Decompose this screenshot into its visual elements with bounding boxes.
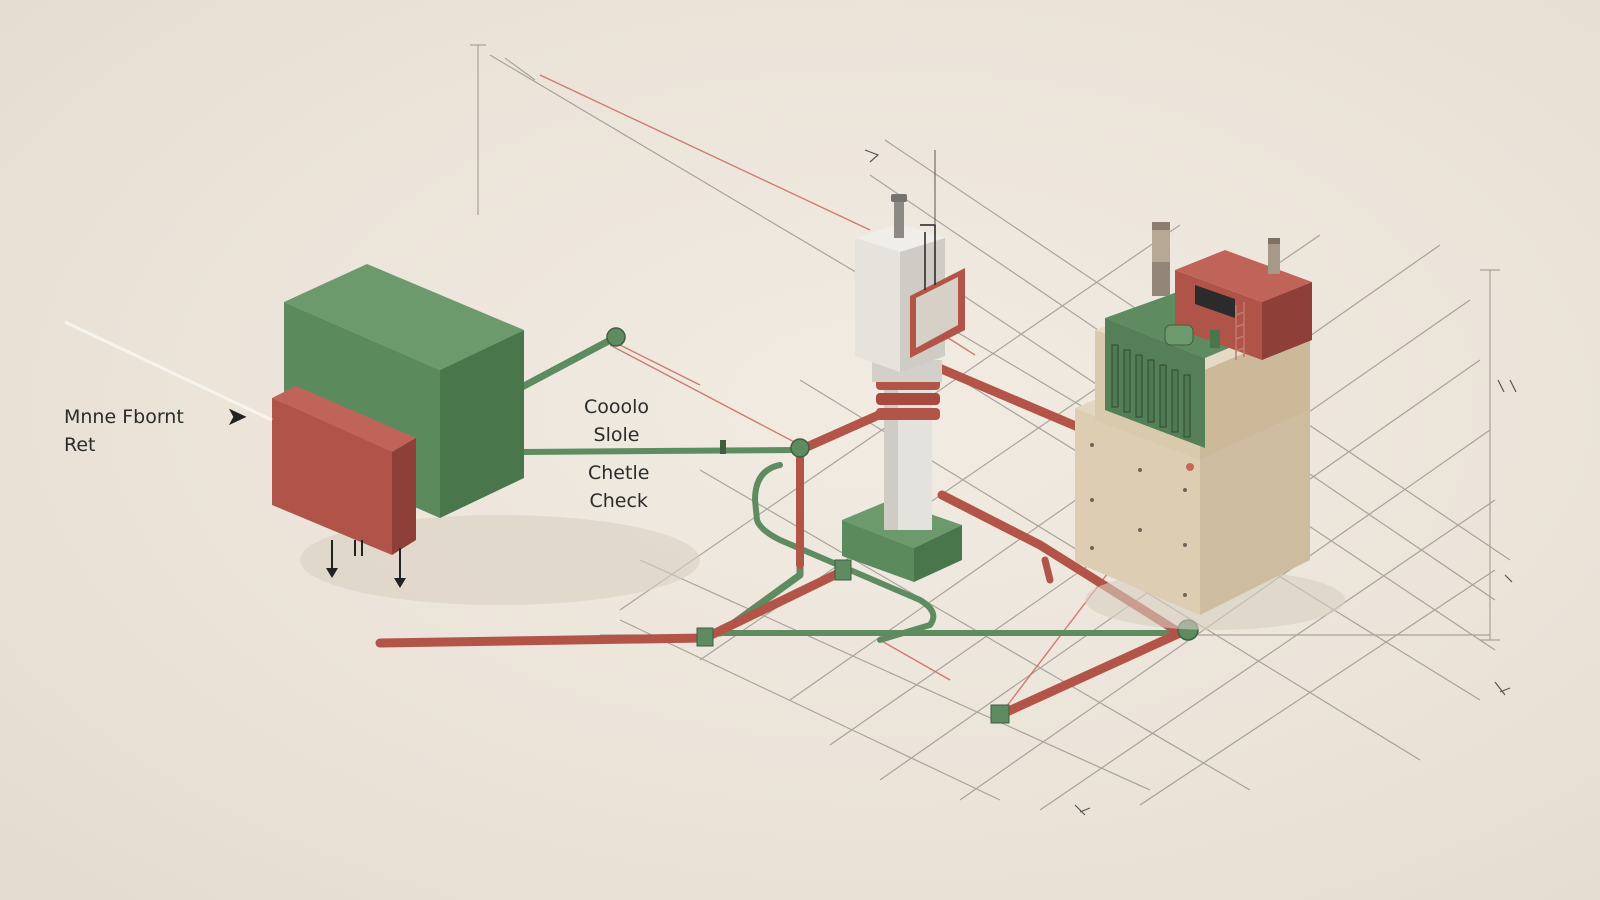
middle-label-line3: Chetle [588, 462, 650, 484]
left-label: Mnne Fbornt Ret [64, 404, 184, 459]
middle-label-line4: Check [589, 489, 648, 512]
middle-label-top: Cooolo Slole [584, 394, 649, 449]
white-column [842, 150, 965, 582]
axis-ticks [864, 149, 1517, 816]
middle-label-line1: Cooolo [584, 396, 650, 418]
left-label-line2: Ret [64, 433, 96, 456]
middle-label-bottom: Chetle Check [588, 460, 649, 515]
left-arrow-icon: ➤ [226, 402, 248, 432]
green-red-block [272, 264, 700, 605]
pipe-joints [606, 327, 1199, 724]
left-label-line1: Mnne Fbornt [64, 406, 184, 428]
middle-label-line2: Slole [593, 423, 640, 446]
tan-circuit-unit [1075, 222, 1345, 630]
input-line [64, 320, 273, 422]
